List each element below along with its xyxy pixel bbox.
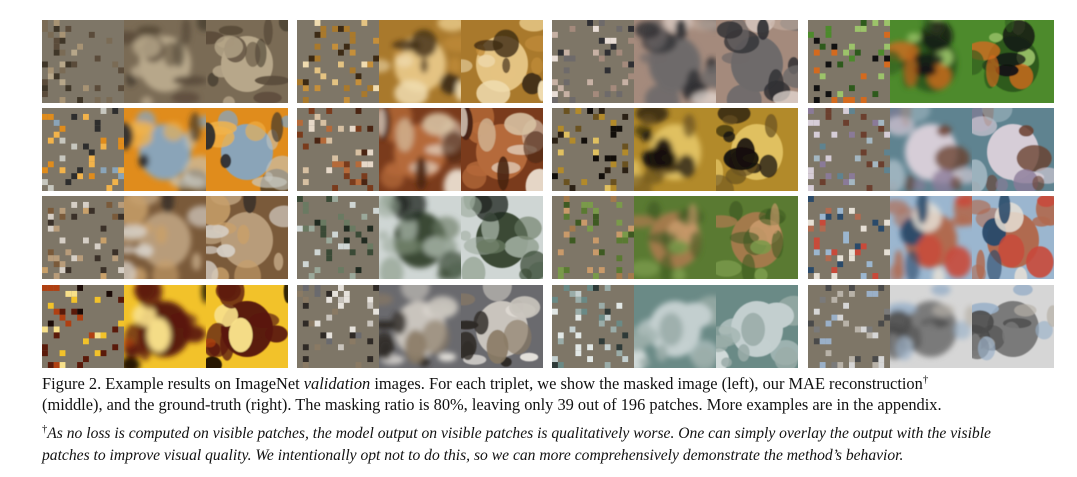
masked-image — [42, 285, 124, 368]
triplet-cheetah — [297, 20, 543, 103]
ground-truth-image — [206, 285, 288, 368]
masked-image — [552, 20, 634, 103]
reconstruction-image — [634, 285, 716, 368]
reconstruction-image — [890, 196, 972, 279]
reconstruction-image — [634, 108, 716, 191]
caption-label: Figure 2. — [42, 374, 102, 393]
reconstruction-image — [124, 108, 206, 191]
reconstruction-image — [890, 108, 972, 191]
ground-truth-image — [972, 196, 1054, 279]
figure-caption: Figure 2. Example results on ImageNet va… — [42, 373, 1057, 415]
ground-truth-image — [206, 196, 288, 279]
masked-image — [552, 196, 634, 279]
ground-truth-image — [716, 285, 798, 368]
triplet-bear-cubs — [552, 196, 798, 279]
triplet-cabinet — [297, 108, 543, 191]
ground-truth-image — [461, 196, 543, 279]
reconstruction-image — [634, 20, 716, 103]
ground-truth-image — [716, 20, 798, 103]
reconstruction-image — [379, 108, 461, 191]
masked-image — [552, 108, 634, 191]
reconstruction-image — [379, 20, 461, 103]
caption-line-2: (middle), and the ground-truth (right). … — [42, 395, 942, 414]
figure-footnote: †As no loss is computed on visible patch… — [42, 423, 1057, 467]
reconstruction-image — [124, 285, 206, 368]
figure-grid — [42, 20, 1054, 370]
triplet-butterfly — [808, 20, 1054, 103]
masked-image — [42, 108, 124, 191]
footnote-line-1: As no loss is computed on visible patche… — [47, 425, 991, 442]
caption-italic-word: validation — [303, 374, 371, 393]
caption-text-a: Example results on ImageNet — [105, 374, 300, 393]
ground-truth-image — [461, 20, 543, 103]
triplet-junco-bird — [552, 20, 798, 103]
triplet-harbor — [808, 196, 1054, 279]
reconstruction-image — [124, 196, 206, 279]
triplet-lamp — [42, 285, 288, 368]
ground-truth-image — [461, 108, 543, 191]
reconstruction-image — [124, 20, 206, 103]
triplet-escalator — [552, 285, 798, 368]
triplet-clock — [42, 20, 288, 103]
ground-truth-image — [972, 285, 1054, 368]
triplet-waterfall — [297, 196, 543, 279]
reconstruction-image — [890, 285, 972, 368]
masked-image — [808, 196, 890, 279]
triplet-husky — [297, 285, 543, 368]
ground-truth-image — [972, 20, 1054, 103]
triplet-yorkie — [42, 196, 288, 279]
ground-truth-image — [206, 20, 288, 103]
masked-image — [297, 285, 379, 368]
masked-image — [808, 108, 890, 191]
triplet-church — [808, 285, 1054, 368]
footnote-line-2: patches to improve visual quality. We in… — [42, 447, 904, 464]
masked-image — [552, 285, 634, 368]
masked-image — [297, 108, 379, 191]
triplet-coffee-cups — [808, 108, 1054, 191]
ground-truth-image — [461, 285, 543, 368]
caption-text-b: images. For each triplet, we show the ma… — [374, 374, 923, 393]
footnote-dagger: † — [42, 423, 48, 435]
reconstruction-image — [379, 196, 461, 279]
reconstruction-image — [634, 196, 716, 279]
masked-image — [808, 285, 890, 368]
reconstruction-image — [379, 285, 461, 368]
masked-image — [42, 196, 124, 279]
masked-image — [297, 196, 379, 279]
ground-truth-image — [972, 108, 1054, 191]
masked-image — [808, 20, 890, 103]
reconstruction-image — [890, 20, 972, 103]
masked-image — [297, 20, 379, 103]
ground-truth-image — [716, 196, 798, 279]
ground-truth-image — [716, 108, 798, 191]
triplet-french-horn — [552, 108, 798, 191]
caption-dagger: † — [922, 373, 929, 386]
ground-truth-image — [206, 108, 288, 191]
triplet-bus — [42, 108, 288, 191]
masked-image — [42, 20, 124, 103]
